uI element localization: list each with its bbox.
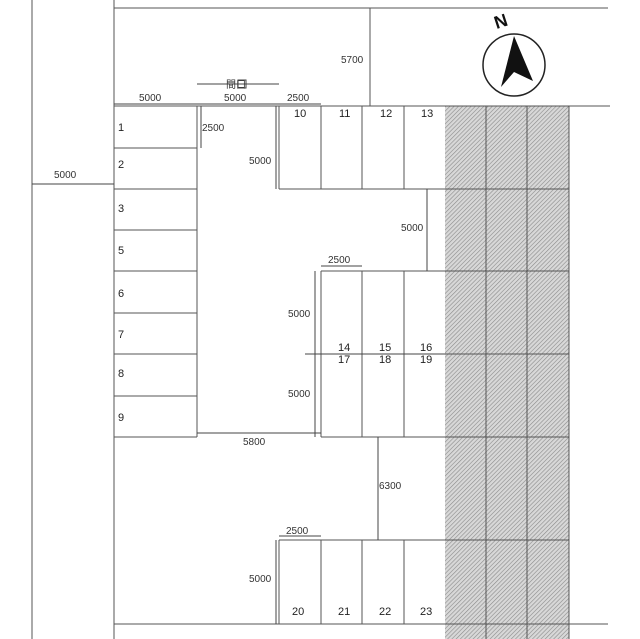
space-label: 6	[118, 288, 124, 300]
space-label: 3	[118, 203, 124, 215]
space-label: 9	[118, 412, 124, 424]
space-label: 2	[118, 159, 124, 171]
space-label: 20	[292, 606, 304, 618]
north-label: N	[492, 10, 511, 33]
dim-block-a-5000: 5000	[249, 156, 272, 167]
space-label: 8	[118, 368, 124, 380]
space-label: 14	[338, 342, 350, 354]
entrance-label: 間口	[226, 79, 246, 91]
dim-aisle-5800: 5800	[243, 437, 266, 448]
dim-top-5700: 5700	[341, 55, 364, 66]
dim-left-5000: 5000	[54, 170, 77, 181]
dimension-lines	[32, 83, 445, 624]
bottom-block-spaces	[278, 539, 445, 624]
hatched-grid-lines	[445, 106, 570, 639]
left-column-spaces	[114, 106, 198, 438]
space-label: 21	[338, 606, 350, 618]
site-boundary	[31, 0, 610, 639]
space-label: 10	[294, 108, 306, 120]
space-label: 16	[420, 342, 432, 354]
space-label: 12	[380, 108, 392, 120]
space-label: 15	[379, 342, 391, 354]
dim-block-b-lower: 5000	[288, 389, 311, 400]
entrance-box	[237, 79, 247, 89]
space-label: 5	[118, 245, 124, 257]
dim-block-c-width: 2500	[286, 526, 309, 537]
space-label: 7	[118, 329, 124, 341]
north-compass: N	[482, 10, 546, 97]
compass-arrow-icon	[501, 36, 514, 87]
dim-vertical-2500: 2500	[202, 123, 225, 134]
dimension-labels: 5000 5000 2500 2500 5000 5700 5000 5000 …	[54, 55, 424, 585]
dim-block-b-width: 2500	[328, 255, 351, 266]
space-label: 13	[421, 108, 433, 120]
hatched-area	[445, 106, 569, 639]
space-labels: 1 2 3 5 6 7 8 9 10 11 12 13 14 15 16 17 …	[118, 108, 433, 618]
top-block-spaces	[278, 106, 445, 190]
dim-top-2500: 2500	[287, 93, 310, 104]
dim-aisle-6300: 6300	[379, 481, 402, 492]
space-label: 11	[339, 108, 350, 120]
dim-block-b-upper: 5000	[288, 309, 311, 320]
space-label: 1	[118, 122, 124, 134]
dim-aisle-5000: 5000	[401, 223, 424, 234]
space-label: 22	[379, 606, 391, 618]
space-label: 19	[420, 354, 432, 366]
dim-top-left: 5000	[139, 93, 162, 104]
compass-arrow-outline-icon	[514, 36, 533, 81]
entrance-marker: 間口	[226, 79, 247, 91]
space-label: 23	[420, 606, 432, 618]
space-label: 18	[379, 354, 391, 366]
space-label: 17	[338, 354, 350, 366]
dim-top-mid: 5000	[224, 93, 247, 104]
dim-block-c-5000: 5000	[249, 574, 272, 585]
